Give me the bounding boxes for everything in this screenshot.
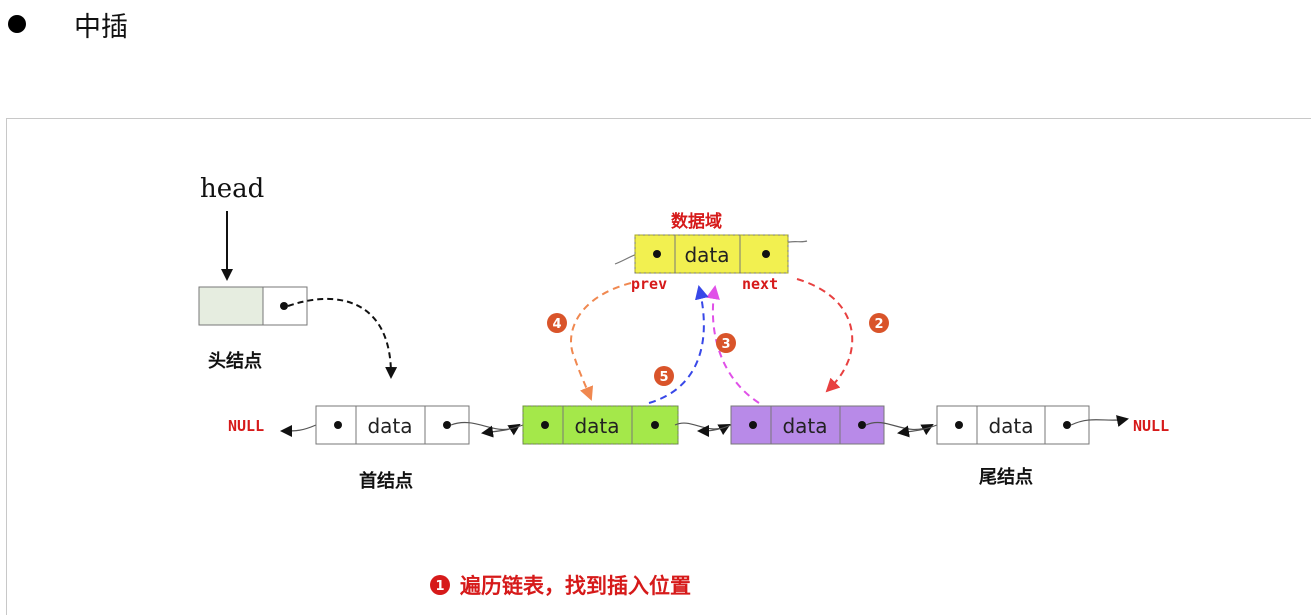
svg-text:2: 2 bbox=[874, 317, 883, 332]
prev-field-label: prev bbox=[631, 275, 667, 293]
list-bullet-row: 中插 bbox=[8, 0, 128, 48]
svg-text:3: 3 bbox=[721, 337, 730, 352]
tail-node bbox=[936, 405, 1090, 445]
step1-caption-text: 遍历链表，找到插入位置 bbox=[460, 574, 691, 598]
data-field-caption: 数据域 bbox=[671, 211, 722, 232]
new-node-data: data bbox=[684, 243, 729, 267]
nextnode-prev-arrow bbox=[697, 424, 732, 437]
head-to-first-arrow bbox=[287, 297, 398, 379]
next-node-data: data bbox=[782, 414, 827, 438]
linked-list-insert-diagram: head 头结点 NULL data 首结点 data bbox=[198, 174, 1169, 598]
first-node-caption: 首结点 bbox=[359, 470, 413, 492]
tail-prev-arrow bbox=[897, 424, 938, 438]
null-right-label: NULL bbox=[1133, 417, 1169, 435]
diagram-frame: head 头结点 NULL data 首结点 data bbox=[6, 118, 1311, 615]
next-node bbox=[730, 405, 885, 445]
head-node bbox=[198, 286, 308, 326]
first-node-data: data bbox=[367, 414, 412, 438]
step-badge-1: 1 bbox=[435, 579, 444, 594]
new-node bbox=[634, 234, 789, 274]
tail-node-data: data bbox=[988, 414, 1033, 438]
null-left-label: NULL bbox=[228, 417, 264, 435]
prev-node bbox=[522, 405, 679, 445]
tail-next-null-arrow bbox=[1070, 415, 1129, 427]
section-heading: 中插 bbox=[74, 11, 128, 43]
prevnode-prev-arrow bbox=[481, 424, 524, 438]
step-badge-2: 2 bbox=[869, 313, 889, 333]
prev-node-data: data bbox=[574, 414, 619, 438]
new-node-prev-stub bbox=[614, 253, 638, 265]
first-prev-null-arrow bbox=[280, 424, 317, 437]
step-badge-5: 5 bbox=[654, 366, 674, 386]
step1-caption: 1 遍历链表，找到插入位置 bbox=[430, 574, 691, 598]
svg-text:5: 5 bbox=[659, 370, 668, 385]
step4-arrow bbox=[570, 282, 632, 401]
next-field-label: next bbox=[742, 275, 778, 293]
step2-arrow bbox=[796, 278, 854, 393]
step3-arrow bbox=[706, 285, 760, 404]
step-badge-3: 3 bbox=[716, 333, 736, 353]
tail-node-caption: 尾结点 bbox=[979, 466, 1033, 488]
bullet-dot bbox=[8, 15, 26, 33]
svg-text:4: 4 bbox=[552, 317, 561, 332]
step-badge-4: 4 bbox=[547, 313, 567, 333]
first-node bbox=[315, 405, 470, 445]
step5-arrow bbox=[648, 285, 709, 404]
head-node-caption: 头结点 bbox=[208, 350, 262, 372]
head-label: head bbox=[200, 174, 264, 204]
